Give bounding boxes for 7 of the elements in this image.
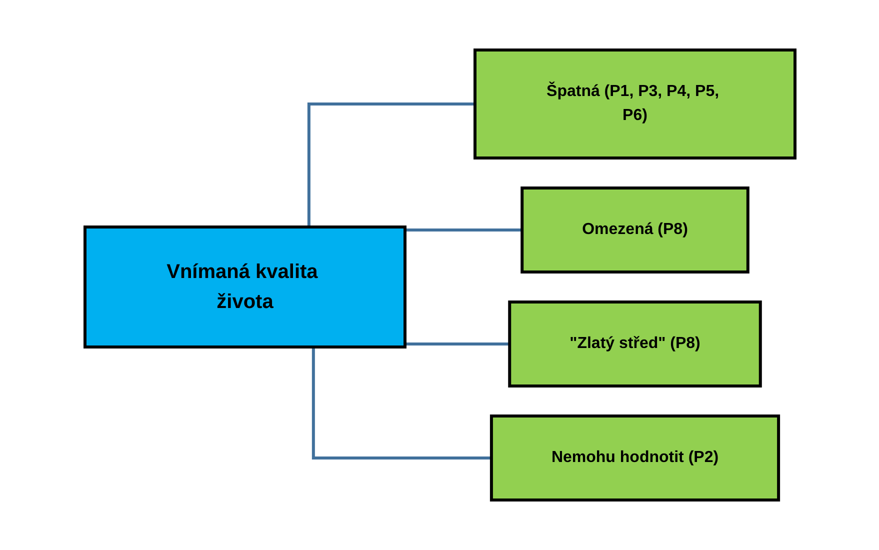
node-box: Omezená (P8) (520, 186, 749, 274)
node-box: Vnímaná kvalita života (83, 226, 406, 348)
node-box: Nemohu hodnotit (P2) (489, 414, 780, 502)
connector (306, 102, 474, 227)
node-box: "Zlatý střed" (P8) (508, 300, 762, 388)
node-box: Špatná (P1, P3, P4, P5, P6) (473, 48, 796, 160)
connector (311, 347, 491, 460)
